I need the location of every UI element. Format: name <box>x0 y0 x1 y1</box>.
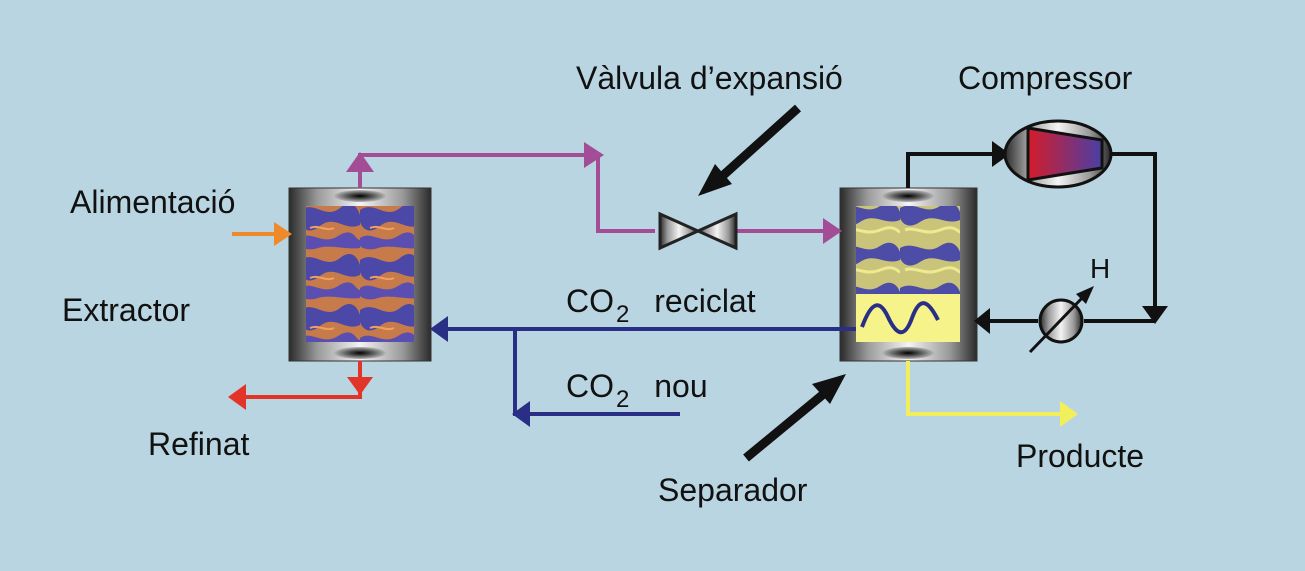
expansion-valve-icon <box>658 211 738 251</box>
raffinate-arrowhead-down <box>347 377 373 395</box>
separator-label: Separador <box>658 472 808 508</box>
extractor-label: Extractor <box>62 292 191 328</box>
compressor-inlet-arrowhead <box>992 141 1010 167</box>
recycle-arrowhead-top <box>346 152 374 172</box>
extractor-vessel <box>288 187 432 362</box>
co2-recycle-suffix: reciclat <box>654 283 756 319</box>
co2-recycle-subscript: 2 <box>616 301 630 328</box>
co2-recycle-label: CO2 reciclat <box>566 283 756 327</box>
product-stream <box>906 361 1078 427</box>
loop-down-arrowhead <box>1142 306 1168 324</box>
co2-new-subscript: 2 <box>616 386 630 413</box>
recycle-arrowhead-sep <box>823 218 842 244</box>
co2-new-suffix: nou <box>654 368 708 404</box>
valve-label: Vàlvula d’expansió <box>576 60 843 96</box>
raffinate-arrowhead-left <box>228 384 246 410</box>
heat-exchanger-icon <box>1028 286 1094 354</box>
co2-recycle-prefix: CO <box>566 283 614 319</box>
raffinate-stream <box>244 361 362 399</box>
co2-new-label: CO2 nou <box>566 368 708 412</box>
compressor-icon <box>1003 119 1113 189</box>
co2-recycle-stream <box>430 316 856 342</box>
separator-vessel <box>839 187 978 362</box>
compressor-loop <box>906 152 1157 323</box>
heating-coil-icon <box>860 301 940 335</box>
heat-label: H <box>1090 253 1111 284</box>
product-label: Producte <box>1016 438 1145 474</box>
separator-pointer-arrow <box>743 374 846 462</box>
recycle-arrowhead-mid <box>584 142 604 168</box>
feed-stream <box>232 222 292 246</box>
co2-new-prefix: CO <box>566 368 614 404</box>
valve-pointer-arrow <box>698 104 802 196</box>
compressor-label: Compressor <box>958 60 1133 96</box>
feed-label: Alimentació <box>70 184 236 220</box>
raffinate-label: Refinat <box>148 426 250 462</box>
co2-new-stream <box>512 329 680 427</box>
separator-return-arrowhead <box>974 308 990 334</box>
